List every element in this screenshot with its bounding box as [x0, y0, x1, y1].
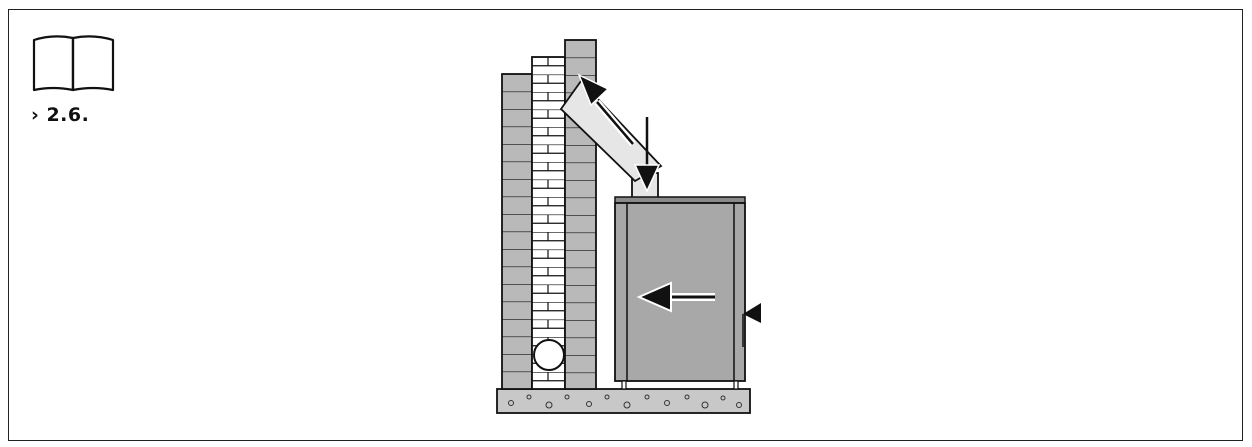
- stove-airflow-arrow-icon: [636, 281, 715, 313]
- installation-diagram: [496, 39, 761, 414]
- chimney-cleanout-opening: [533, 339, 565, 371]
- flue-intake-arrow-icon: [633, 117, 661, 193]
- chimney: [501, 39, 597, 390]
- flue-exhaust-arrow-icon: [577, 73, 636, 147]
- open-book-icon: [32, 35, 115, 92]
- manual-section-label: › 2.6.: [31, 104, 90, 126]
- stove-door-handle-icon: [743, 303, 761, 323]
- airflow-arrows: [577, 73, 715, 313]
- manual-reference: › 2.6.: [31, 32, 121, 132]
- concrete-floor: [496, 388, 751, 414]
- figure-frame: › 2.6.: [8, 9, 1243, 441]
- stove: [614, 196, 761, 390]
